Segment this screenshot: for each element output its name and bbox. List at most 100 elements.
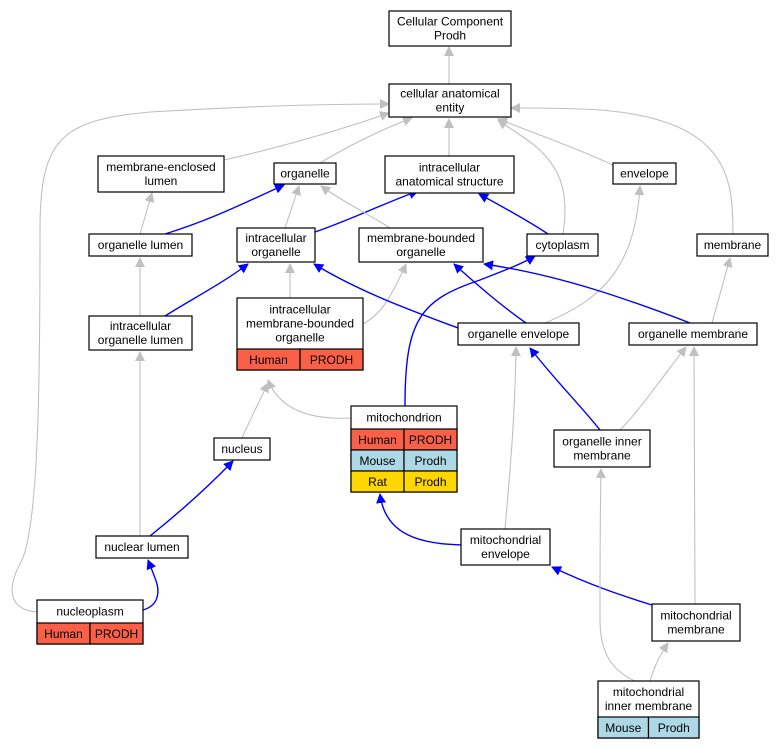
node-label-line: membrane-bounded (246, 317, 354, 331)
node-label-line: intracellular (110, 319, 171, 333)
node-membrane[interactable]: membrane (696, 233, 769, 257)
edge-omem-to-membrane (711, 257, 733, 324)
node-box (651, 603, 741, 642)
node-label-line: inner membrane (605, 699, 693, 713)
edge-olumen-to-organelle (164, 184, 285, 235)
edge-iol-to-iorg (164, 263, 249, 317)
node-label-line: anatomical structure (395, 175, 503, 189)
node-cytoplasm[interactable]: cytoplasm (526, 233, 599, 257)
gene-cell (89, 622, 144, 645)
node-box (526, 233, 599, 257)
gene-label: PRODH (95, 627, 138, 641)
node-box (388, 10, 512, 47)
edge-menv-to-mito (376, 493, 469, 546)
node-envelope[interactable]: envelope (612, 162, 677, 185)
node-oenv[interactable]: organelle envelope (457, 322, 580, 346)
edge-mito-to-cytoplasm (404, 255, 536, 407)
node-box (460, 528, 551, 566)
node-label-line: organelle (251, 245, 301, 259)
node-label-line: organelle (275, 331, 325, 345)
node-label-line: organelle (280, 167, 330, 181)
node-nucleus[interactable]: nucleus (213, 437, 271, 461)
edge-mel-to-cae (223, 111, 390, 161)
node-label-line: membrane (573, 449, 631, 463)
edge-nlumen-to-nucleus (149, 460, 234, 537)
node-box (213, 437, 271, 461)
gene-label: Prodh (658, 721, 690, 735)
node-label-line: mitochondrial (470, 533, 541, 547)
species-label: Human (44, 627, 83, 641)
node-label-line: membrane (704, 238, 762, 252)
node-box (95, 535, 189, 559)
edge-oim-to-omem (619, 346, 687, 431)
node-label-line: envelope (481, 547, 530, 561)
edge-mmem-to-menv (551, 566, 653, 606)
node-olumen[interactable]: organelle lumen (88, 233, 193, 257)
edge-nucleoplasm-to-nlumen (142, 559, 159, 611)
edge-omem-to-mbo (483, 260, 691, 324)
edge-cytoplasm-to-cae (497, 119, 566, 235)
node-label-line: nucleus (221, 442, 262, 456)
node-label-line: cytoplasm (535, 238, 589, 252)
node-nlumen[interactable]: nuclear lumen (95, 535, 189, 559)
gene-cell (403, 470, 458, 493)
edge-nucleoplasm-to-cae (11, 99, 390, 613)
node-label-line: mitochondrion (366, 411, 441, 425)
node-label-line: lumen (145, 174, 178, 188)
edge-nucleus-to-imbo (241, 382, 269, 439)
node-label-line: cellular anatomical (400, 87, 499, 101)
node-organelle[interactable]: organelle (273, 162, 337, 185)
node-imbo[interactable]: intracellularmembrane-boundedorganelleHu… (236, 297, 364, 371)
node-label-line: nuclear lumen (104, 540, 179, 554)
gene-cell (647, 716, 700, 739)
node-label-line: organelle inner (562, 435, 641, 449)
edge-oim-to-oenv (529, 347, 601, 431)
node-label-line: mitochondrial (660, 609, 731, 623)
edge-iorg-to-ias (314, 189, 419, 233)
edge-mim-to-oim (595, 468, 636, 682)
node-box (612, 162, 677, 185)
node-box (553, 429, 651, 468)
gene-label: Prodh (414, 454, 446, 468)
edge-oenv-to-envelope (544, 185, 645, 324)
edge-membrane-to-cae (510, 103, 734, 235)
species-label: Human (358, 433, 397, 447)
node-box (97, 155, 225, 193)
species-label: Rat (368, 475, 387, 489)
node-label-line: mitochondrial (613, 685, 684, 699)
edge-iorg-to-organelle (284, 185, 301, 229)
node-label-line: intracellular (419, 161, 480, 175)
node-label-line: nucleoplasm (56, 605, 123, 619)
edge-envelope-to-cae (497, 117, 614, 166)
edge-oenv-to-mbo (453, 263, 527, 324)
edge-olumen-to-mel (139, 192, 155, 235)
edge-cytoplasm-to-ias (478, 193, 549, 235)
species-label: Human (249, 353, 288, 367)
node-box (628, 322, 758, 346)
node-label-line: membrane-enclosed (106, 160, 215, 174)
gene-label: PRODH (409, 433, 452, 447)
node-box (457, 322, 580, 346)
edge-mim-to-mmem (649, 642, 669, 682)
node-label-line: organelle membrane (638, 327, 748, 341)
node-omem[interactable]: organelle membrane (628, 322, 758, 346)
node-label-line: Cellular Component (397, 15, 504, 29)
edge-imbo-to-mbo (362, 263, 407, 325)
edges-layer (11, 46, 734, 682)
node-label-line: Prodh (434, 29, 466, 43)
species-label: Mouse (359, 454, 395, 468)
edge-mito-to-imbo (266, 379, 352, 419)
